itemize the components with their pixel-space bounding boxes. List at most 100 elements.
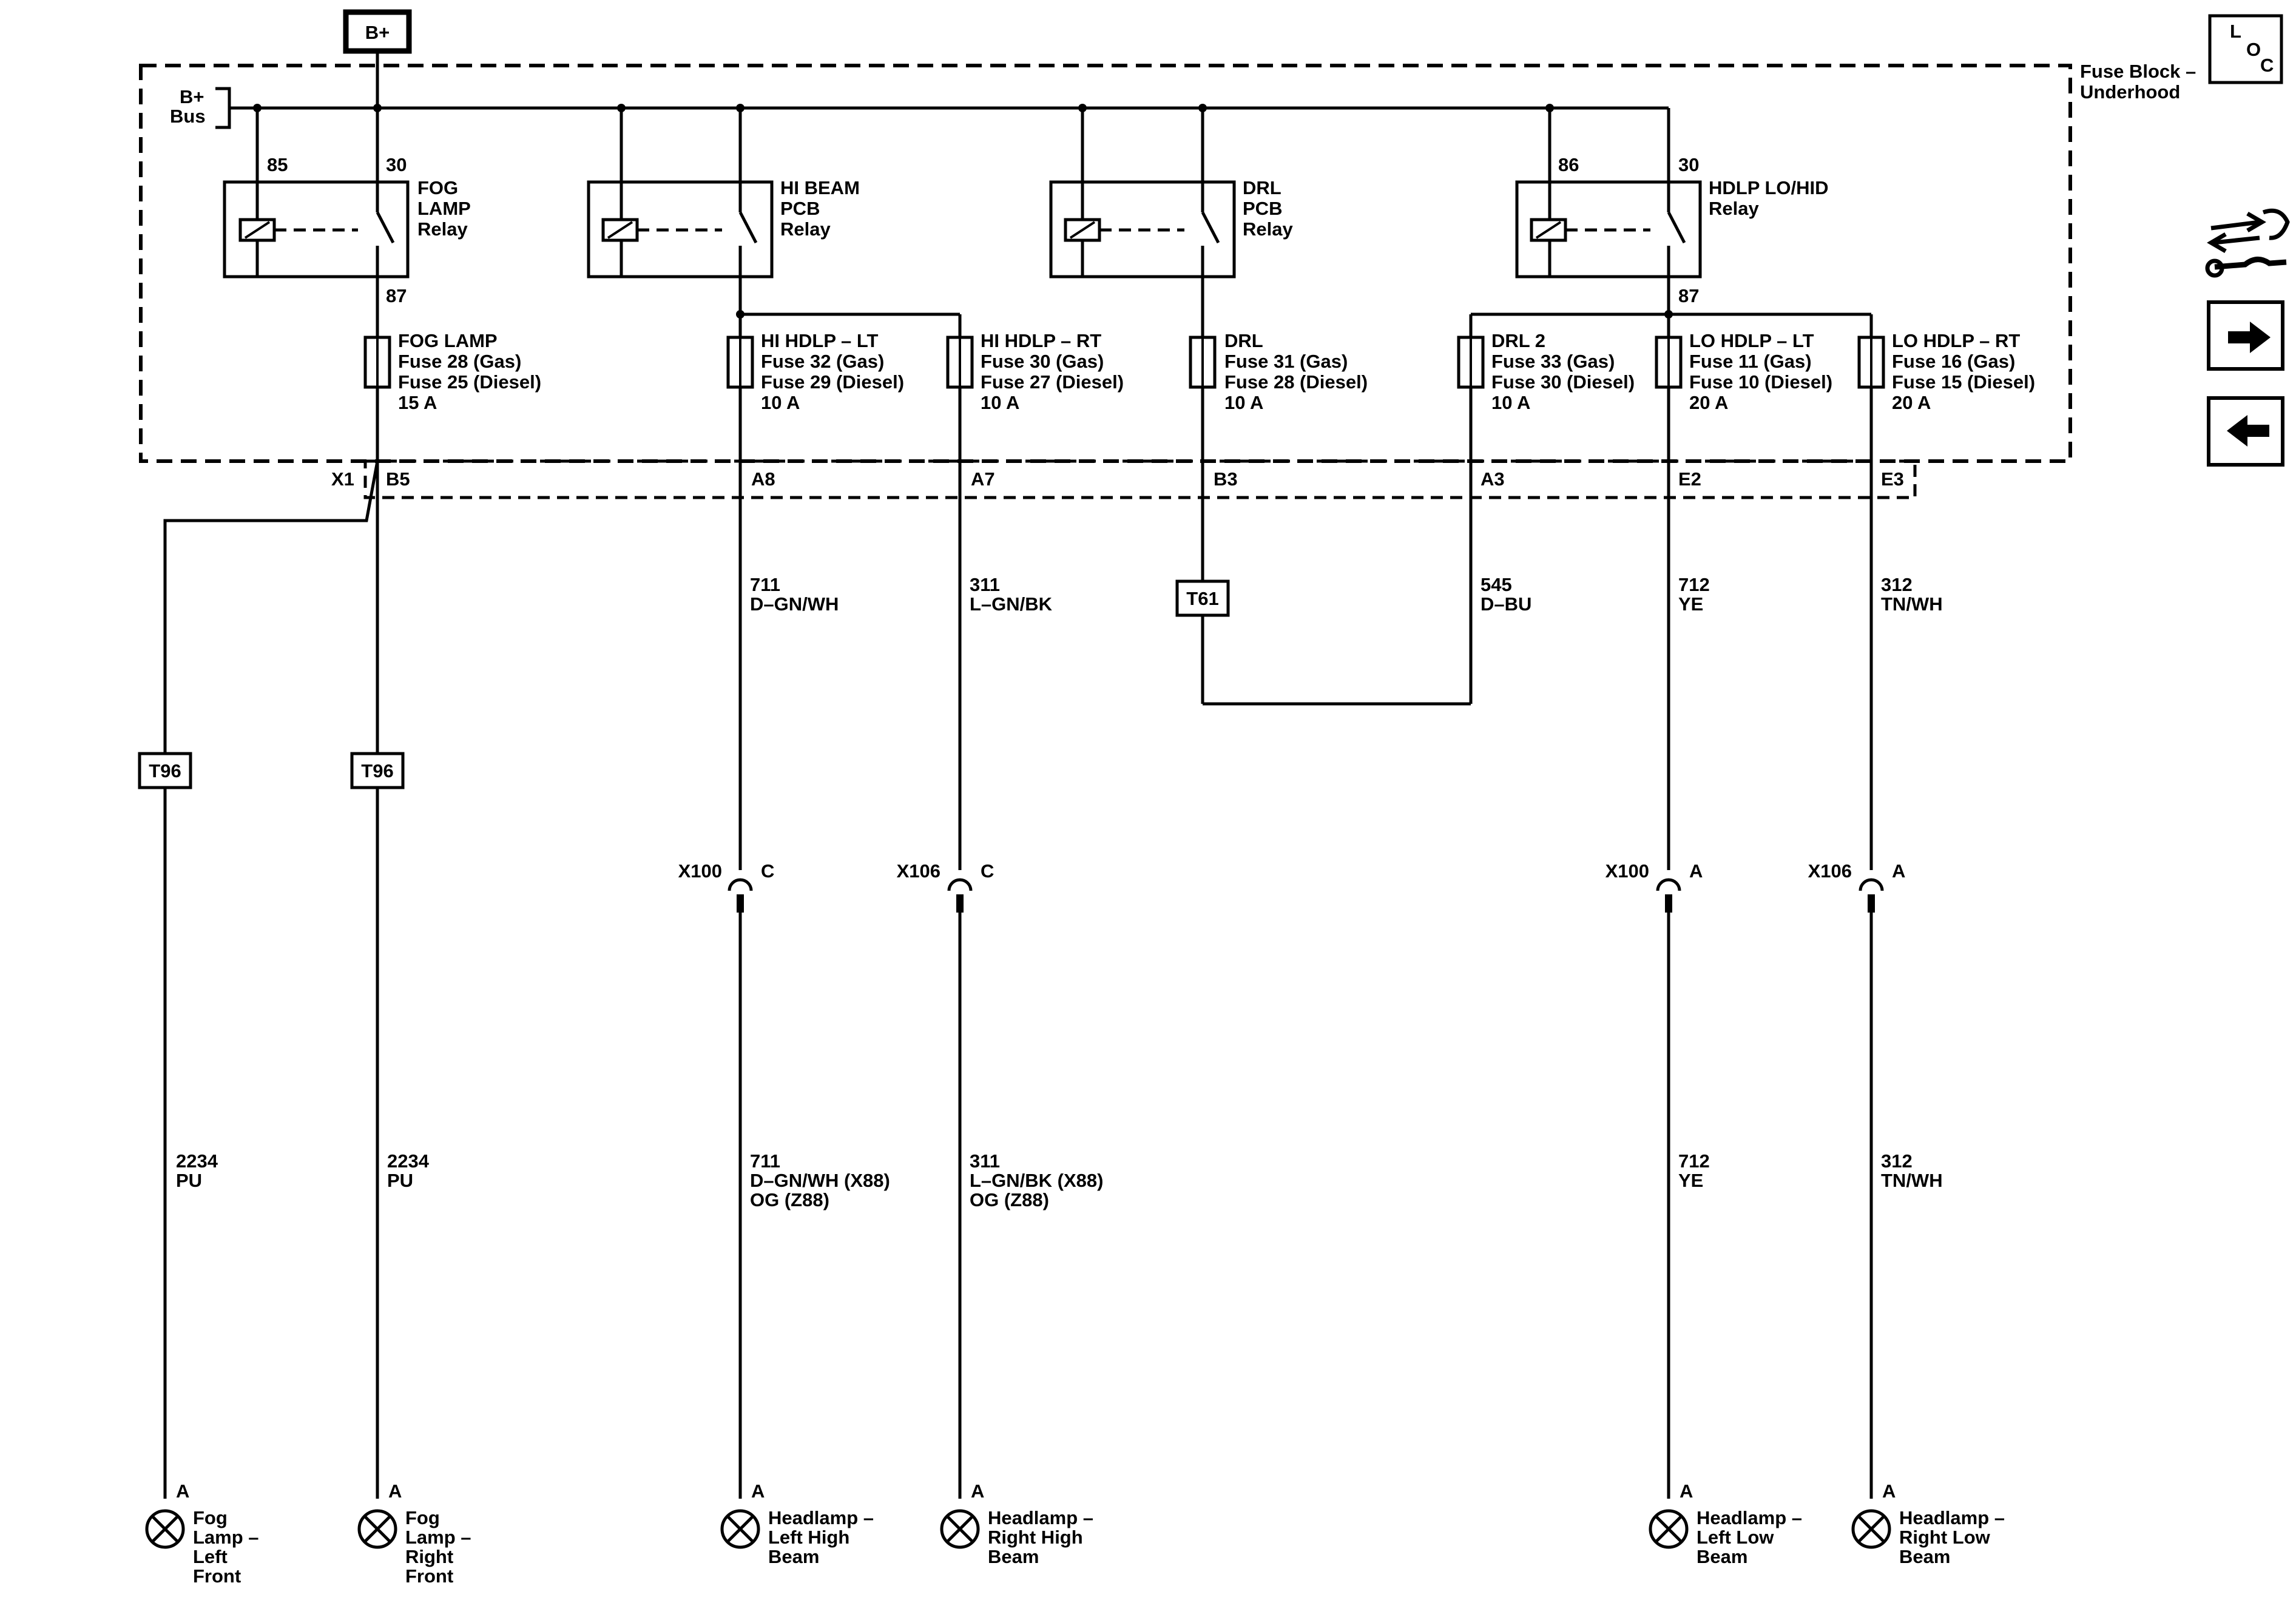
svg-text:A7: A7 <box>971 468 995 490</box>
svg-text:HDLP LO/HID: HDLP LO/HID <box>1709 177 1829 198</box>
drl-relay: DRL PCB Relay <box>1049 108 1293 279</box>
lamp-headlamp-left-low: A Headlamp – Left Low Beam <box>1649 1480 1802 1567</box>
svg-text:20 A: 20 A <box>1689 392 1728 413</box>
upper-wire-labels: 711 D–GN/WH 311 L–GN/BK 545 D–BU 712 YE … <box>750 574 1943 615</box>
svg-text:Headlamp –: Headlamp – <box>768 1507 874 1528</box>
svg-text:Relay: Relay <box>1709 198 1759 219</box>
svg-text:B5: B5 <box>386 468 410 490</box>
svg-text:YE: YE <box>1678 1170 1703 1191</box>
svg-text:PCB: PCB <box>1243 198 1282 219</box>
svg-text:DRL: DRL <box>1224 330 1263 351</box>
svg-text:Fuse 27 (Diesel): Fuse 27 (Diesel) <box>981 371 1124 393</box>
svg-text:Fuse 31 (Gas): Fuse 31 (Gas) <box>1224 351 1348 372</box>
svg-text:O: O <box>2246 39 2261 60</box>
svg-text:T96: T96 <box>149 760 181 781</box>
svg-text:712: 712 <box>1678 574 1710 595</box>
svg-text:10 A: 10 A <box>1224 392 1263 413</box>
svg-text:A: A <box>1689 860 1703 882</box>
svg-text:A3: A3 <box>1481 468 1505 490</box>
svg-text:Fuse 28 (Gas): Fuse 28 (Gas) <box>398 351 521 372</box>
svg-text:X100: X100 <box>1606 860 1649 882</box>
loc-box[interactable]: L O C <box>2208 14 2283 84</box>
svg-text:2234: 2234 <box>387 1150 430 1172</box>
svg-text:Relay: Relay <box>1243 218 1293 240</box>
svg-text:Lamp –: Lamp – <box>405 1527 471 1548</box>
svg-text:Fuse 28 (Diesel): Fuse 28 (Diesel) <box>1224 371 1368 393</box>
svg-text:Fuse 16 (Gas): Fuse 16 (Gas) <box>1892 351 2015 372</box>
svg-text:Fuse 30 (Gas): Fuse 30 (Gas) <box>981 351 1104 372</box>
svg-text:Beam: Beam <box>988 1546 1039 1567</box>
fuse-block-label-1: Fuse Block – <box>2080 61 2196 82</box>
svg-text:D–GN/WH (X88): D–GN/WH (X88) <box>750 1170 890 1191</box>
svg-text:312: 312 <box>1881 1150 1913 1172</box>
svg-text:Fog: Fog <box>193 1507 228 1528</box>
x1-label: X1 <box>331 468 354 490</box>
svg-text:L–GN/BK: L–GN/BK <box>970 593 1053 615</box>
svg-text:C: C <box>981 860 994 882</box>
svg-text:Front: Front <box>405 1565 453 1587</box>
svg-text:Fuse 11 (Gas): Fuse 11 (Gas) <box>1689 351 1812 372</box>
svg-text:Fuse 33 (Gas): Fuse 33 (Gas) <box>1491 351 1615 372</box>
svg-text:Fuse 10 (Diesel): Fuse 10 (Diesel) <box>1689 371 1832 393</box>
svg-text:C: C <box>761 860 774 882</box>
next-page-arrow-icon[interactable] <box>2207 300 2284 371</box>
component-locator-icon[interactable] <box>2205 208 2290 278</box>
svg-text:Left: Left <box>193 1546 228 1567</box>
svg-text:311: 311 <box>970 1150 1000 1172</box>
svg-text:A8: A8 <box>751 468 775 490</box>
svg-text:Left High: Left High <box>768 1527 849 1548</box>
svg-text:87: 87 <box>1678 285 1699 306</box>
svg-text:2234: 2234 <box>176 1150 218 1172</box>
svg-text:10 A: 10 A <box>1491 392 1530 413</box>
svg-text:Fog: Fog <box>405 1507 440 1528</box>
x1-connector-border <box>363 459 1917 499</box>
svg-text:DRL 2: DRL 2 <box>1491 330 1545 351</box>
svg-text:A: A <box>971 1480 984 1502</box>
svg-text:TN/WH: TN/WH <box>1881 1170 1943 1191</box>
svg-text:A: A <box>176 1480 189 1502</box>
b-plus-source: B+ <box>343 9 412 54</box>
svg-text:87: 87 <box>386 285 407 306</box>
inline-connector-x100-c: X100 C <box>678 860 774 913</box>
x1-pins: B5 A8 A7 B3 A3 E2 E3 <box>386 468 1904 490</box>
svg-text:A: A <box>1882 1480 1896 1502</box>
svg-text:T96: T96 <box>361 760 393 781</box>
fog-lamp-circuit: T96 T96 <box>138 387 405 1499</box>
fuses: FOG LAMP Fuse 28 (Gas) Fuse 25 (Diesel) … <box>363 277 2035 413</box>
svg-text:Beam: Beam <box>768 1546 819 1567</box>
svg-text:OG (Z88): OG (Z88) <box>970 1189 1049 1210</box>
fog-lamp-relay: 85 30 87 FOG LAMP Relay <box>223 108 471 306</box>
svg-text:LAMP: LAMP <box>417 198 471 219</box>
svg-text:A: A <box>1892 860 1905 882</box>
svg-text:DRL: DRL <box>1243 177 1281 198</box>
svg-text:10 A: 10 A <box>981 392 1019 413</box>
svg-text:HI BEAM: HI BEAM <box>780 177 860 198</box>
svg-text:PU: PU <box>176 1170 202 1191</box>
svg-text:Fuse 30 (Diesel): Fuse 30 (Diesel) <box>1491 371 1635 393</box>
svg-text:PCB: PCB <box>780 198 820 219</box>
svg-text:Left Low: Left Low <box>1697 1527 1774 1548</box>
svg-text:30: 30 <box>1678 154 1699 175</box>
svg-text:545: 545 <box>1481 574 1512 595</box>
svg-text:FOG: FOG <box>417 177 458 198</box>
svg-text:X106: X106 <box>1808 860 1852 882</box>
svg-text:Right: Right <box>405 1546 453 1567</box>
lamp-fog-right-front: A Fog Lamp – Right Front <box>357 1480 471 1587</box>
svg-text:311: 311 <box>970 574 1000 595</box>
svg-text:711: 711 <box>750 574 780 595</box>
svg-text:C: C <box>2260 55 2274 76</box>
previous-page-arrow-icon[interactable] <box>2207 396 2284 467</box>
svg-text:OG (Z88): OG (Z88) <box>750 1189 829 1210</box>
svg-text:Lamp –: Lamp – <box>193 1527 259 1548</box>
svg-text:E2: E2 <box>1678 468 1701 490</box>
svg-text:LO HDLP – LT: LO HDLP – LT <box>1689 330 1814 351</box>
fuse-block-label-2: Underhood <box>2080 81 2180 103</box>
svg-text:Right Low: Right Low <box>1899 1527 1991 1548</box>
svg-text:A: A <box>751 1480 765 1502</box>
svg-text:Beam: Beam <box>1899 1546 1950 1567</box>
svg-text:X106: X106 <box>897 860 940 882</box>
bus-label-1: B+ <box>180 86 204 107</box>
svg-text:HI HDLP – RT: HI HDLP – RT <box>981 330 1101 351</box>
svg-text:LO HDLP – RT: LO HDLP – RT <box>1892 330 2020 351</box>
